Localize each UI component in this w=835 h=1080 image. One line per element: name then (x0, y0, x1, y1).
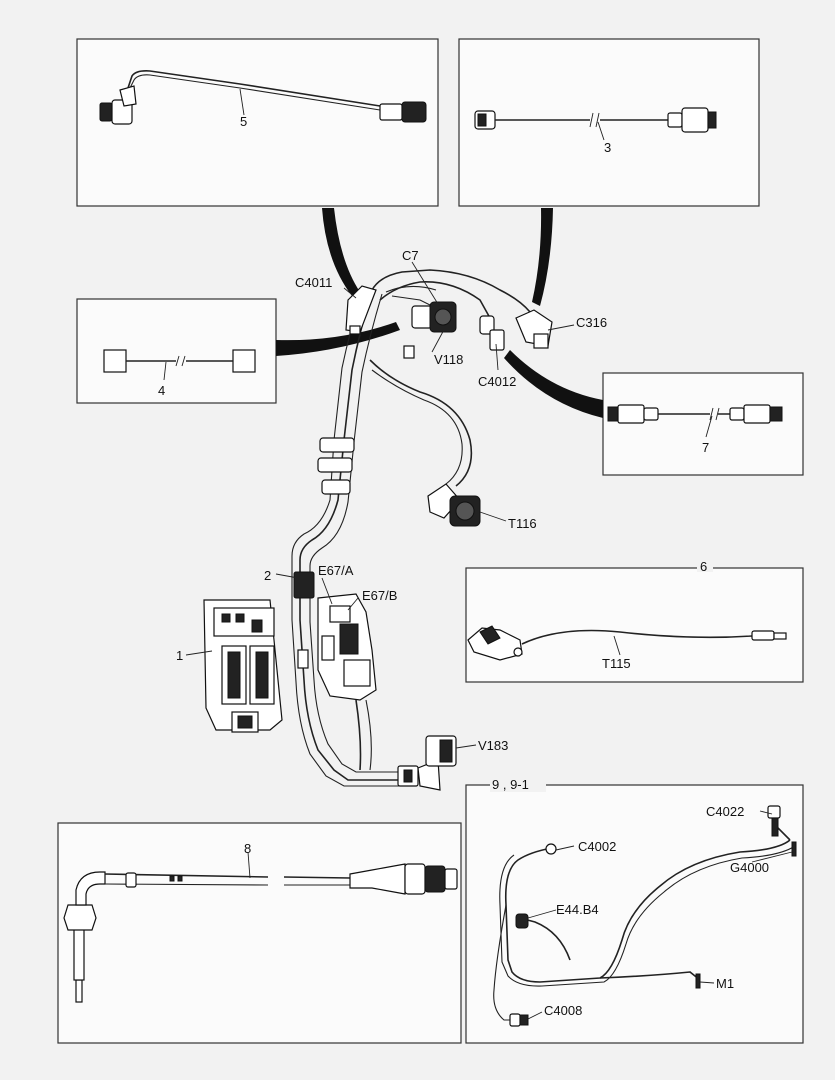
control-module-1 (203, 599, 283, 733)
sensor-t115 (467, 625, 523, 661)
detail-box-8: 8 (57, 822, 462, 1044)
connector-c4008-body (509, 1013, 521, 1027)
connector-c4012-body (479, 315, 505, 351)
detail-box-5: 5 (76, 38, 439, 207)
connector-v118-body (403, 301, 457, 359)
cable-5-right-connector (379, 101, 427, 123)
callout-1: 1 (176, 648, 183, 663)
main-harness-labels: C4011 C7 V118 C4012 C316 T116 2 E67/A E6… (176, 248, 607, 753)
connector-e67b: E67/B (362, 588, 397, 603)
connector-c4002-body (545, 843, 557, 855)
connector-c4008: C4008 (544, 1003, 582, 1018)
connector-c316: C316 (576, 315, 607, 330)
connector-c316-body (515, 309, 553, 349)
connector-t116: T116 (508, 516, 537, 531)
detail-box-9: 9 , 9-1 C4022 C4002 G4000 E44.B4 M1 C400… (465, 776, 804, 1044)
callout-3: 3 (604, 140, 611, 155)
m1-terminal (695, 973, 701, 989)
cable-5-left-connector (99, 85, 137, 125)
connector-c4022-body (767, 805, 781, 837)
callout-9-group: 9 , 9-1 (492, 777, 529, 792)
detail-pointers (276, 208, 603, 418)
ground-g4000-terminal (791, 841, 797, 857)
connector-c4002: C4002 (578, 839, 616, 854)
connector-t116-body (427, 483, 481, 527)
connector-e44b4-body (515, 913, 529, 929)
detail-box-6: 6 T115 (465, 558, 804, 683)
callout-6: 6 (700, 559, 707, 574)
cable-4-left-end (103, 349, 127, 373)
connector-v183-body (397, 735, 457, 791)
connector-v183: V183 (478, 738, 508, 753)
callout-4: 4 (158, 383, 165, 398)
detail-box-7: 7 (602, 372, 804, 476)
callout-7: 7 (702, 440, 709, 455)
connector-c4011-body (345, 285, 377, 333)
detail-box-3: 3 (458, 38, 760, 207)
callout-8: 8 (244, 841, 251, 856)
main-harness (185, 261, 575, 791)
connector-m1: M1 (716, 976, 734, 991)
connector-c4012: C4012 (478, 374, 516, 389)
connector-c7: C7 (402, 248, 419, 263)
callout-2: 2 (264, 568, 271, 583)
connector-v118: V118 (434, 352, 463, 367)
callout-5: 5 (240, 114, 247, 129)
connector-c4022: C4022 (706, 804, 744, 819)
connector-c4011: C4011 (295, 275, 332, 290)
cable-7-left-connector (607, 404, 659, 424)
connector-e67-module (297, 593, 377, 771)
connector-e67a: E67/A (318, 563, 354, 578)
detail-box-4: 4 (76, 298, 277, 404)
cable-4-right-end (232, 349, 256, 373)
cable-3-right-connector (667, 107, 717, 133)
temperature-sensor-8 (63, 871, 106, 1003)
connector-g4000: G4000 (730, 860, 769, 875)
connector-t115: T115 (602, 656, 631, 671)
connector-e44b4: E44.B4 (556, 902, 599, 917)
cable-7-right-connector (729, 404, 783, 424)
